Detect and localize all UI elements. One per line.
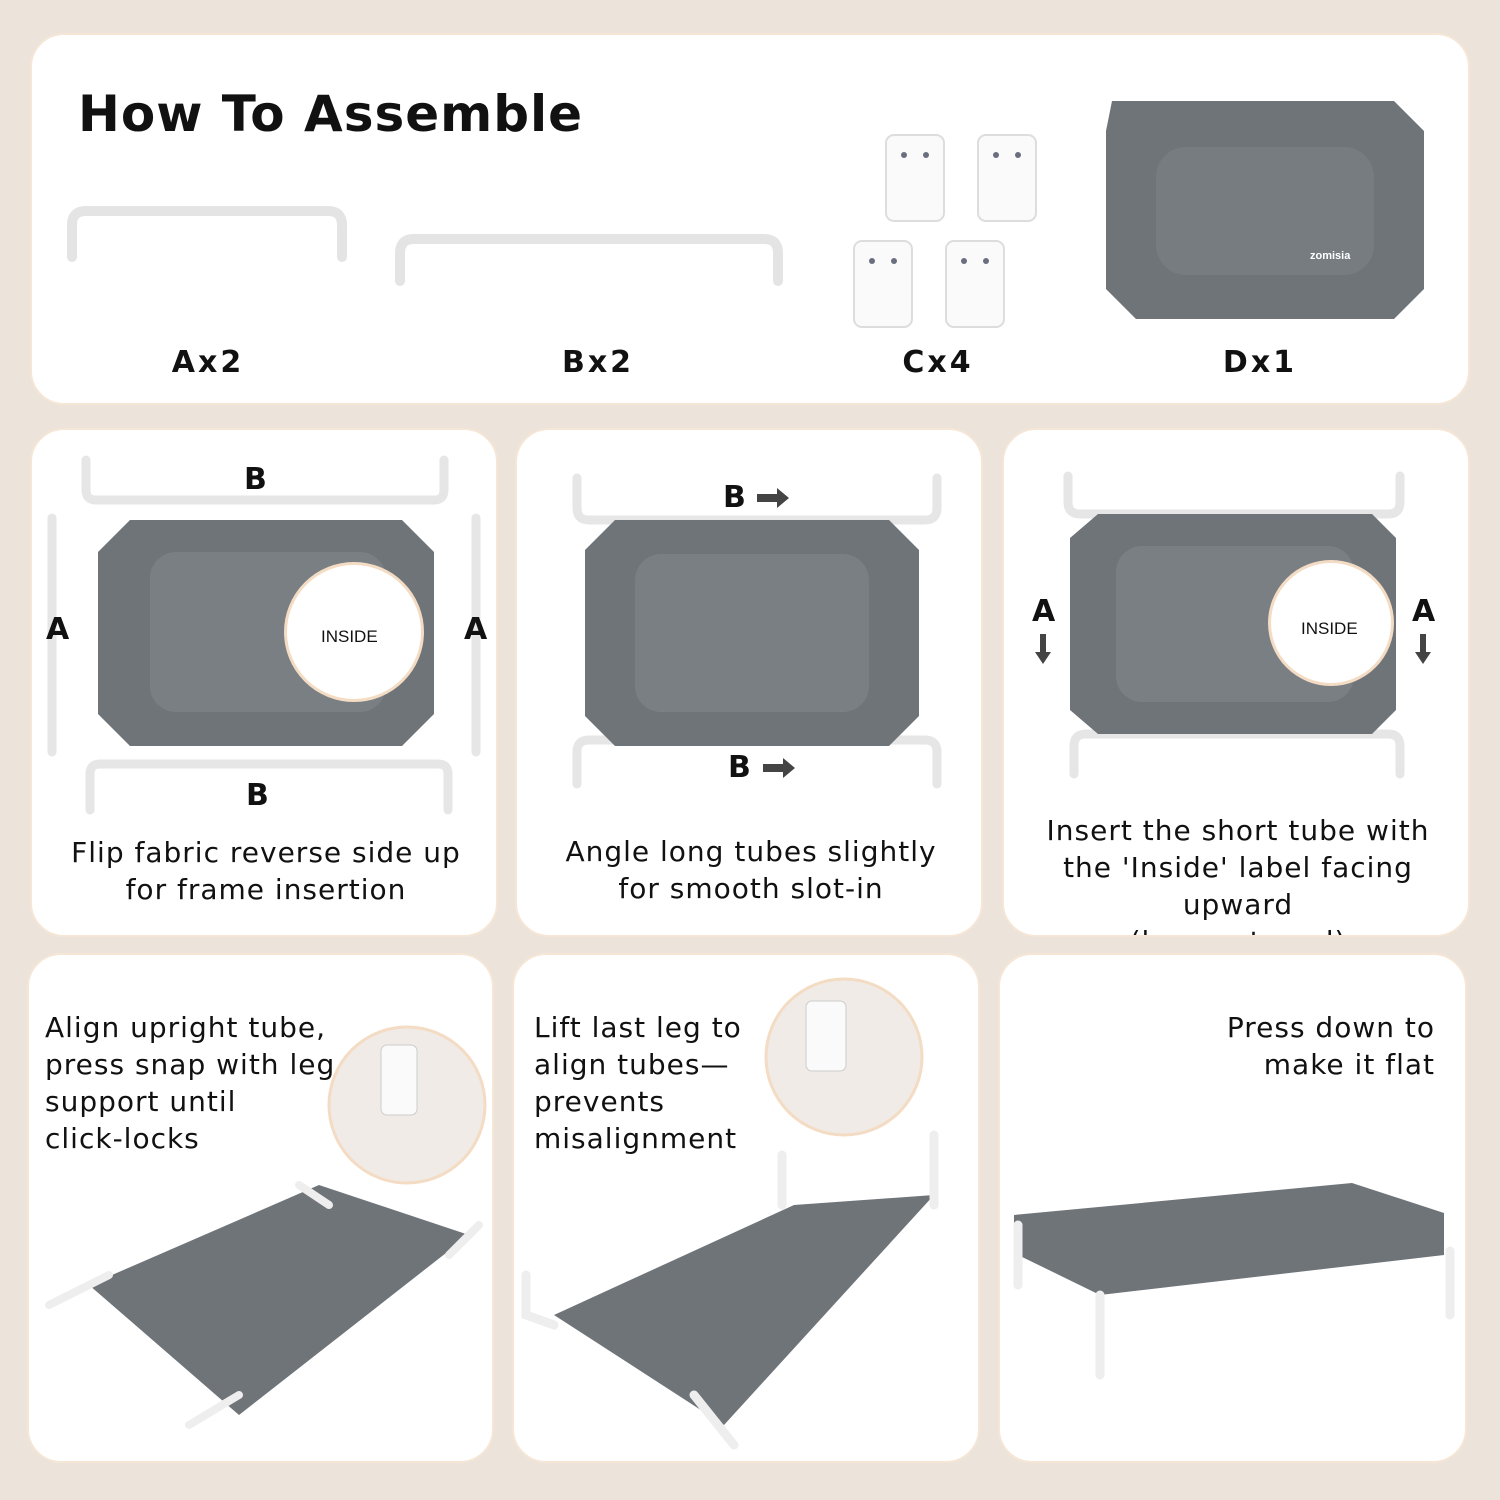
step-5-card: Lift last leg to align tubes— prevents m… <box>512 953 980 1463</box>
step-3-card: A A INSIDE Insert the short tube with th… <box>1002 428 1470 937</box>
caption-line: make it flat <box>1263 1048 1435 1081</box>
caption-line: align tubes— <box>534 1048 730 1081</box>
inside-label: INSIDE <box>321 627 378 646</box>
caption-line: the 'Inside' label facing upward <box>1063 851 1413 921</box>
step-1-tag-a-left: A <box>46 612 70 647</box>
page-title: How To Assemble <box>78 85 584 143</box>
step-1-caption: Flip fabric reverse side up for frame in… <box>32 834 496 908</box>
caption-line: click-locks <box>45 1122 200 1155</box>
caption-line: Lift last leg to <box>534 1011 742 1044</box>
parts-illustration <box>67 101 1424 328</box>
step-3-caption: Insert the short tube with the 'Inside' … <box>1004 812 1468 935</box>
step-6-card: Press down to make it flat <box>998 953 1467 1463</box>
step-4-card: Align upright tube, press snap with leg … <box>27 953 494 1463</box>
step-3-tag-a-left: A <box>1032 594 1056 629</box>
step-3-tag-a-right: A <box>1412 594 1436 629</box>
caption-line: press snap with leg <box>45 1048 336 1081</box>
step-2-card: B B Angle long tubes slightly for smooth… <box>515 428 983 937</box>
step-5-illustration <box>521 977 939 1450</box>
part-b-tube <box>395 234 783 286</box>
caption-line: Angle long tubes slightly <box>565 835 937 868</box>
step-4-caption: Align upright tube, press snap with leg … <box>45 1009 335 1157</box>
caption-line: for smooth slot-in <box>618 872 884 905</box>
step-6-illustration <box>1013 1183 1455 1380</box>
inside-label-inset: INSIDE <box>284 562 424 702</box>
brand-logo: zomisia <box>1310 250 1351 262</box>
step-1-tag-b-bottom: B <box>246 778 269 813</box>
caption-line: misalignment <box>534 1122 738 1155</box>
inside-label-inset: INSIDE <box>1268 560 1394 686</box>
part-d-label: Dx1 <box>1222 345 1298 380</box>
caption-line: Flip fabric reverse side up <box>71 836 461 869</box>
caption-line: support until <box>45 1085 237 1118</box>
step-2-tag-b-bottom: B <box>728 750 751 785</box>
caption-line: for frame insertion <box>125 873 407 906</box>
step-1-tag-b-top: B <box>244 462 267 497</box>
caption-line: prevents <box>534 1085 666 1118</box>
part-a-label: Ax2 <box>171 345 245 380</box>
step-2-caption: Angle long tubes slightly for smooth slo… <box>517 833 981 907</box>
step-6-caption: Press down to make it flat <box>1227 1009 1435 1083</box>
part-a-tube <box>67 206 347 262</box>
step-4-illustration <box>45 1025 487 1429</box>
caption-line: Insert the short tube with <box>1046 814 1430 847</box>
part-c-connectors <box>853 134 1037 328</box>
inside-label: INSIDE <box>1301 619 1358 638</box>
caption-line: Press down to <box>1226 1011 1435 1044</box>
part-c-label: Cx4 <box>902 345 974 380</box>
step-5-caption: Lift last leg to align tubes— prevents m… <box>534 1009 742 1157</box>
parts-card: How To Assemble zomisia Ax2 Bx2 Cx4 Dx <box>30 33 1470 405</box>
step-2-illustration <box>572 473 942 789</box>
part-b-label: Bx2 <box>561 345 635 380</box>
part-d-fabric <box>1106 101 1424 319</box>
step-1-tag-a-right: A <box>464 612 488 647</box>
step-1-card: B B A A INSIDE Flip fabric reverse side … <box>30 428 498 937</box>
step-2-tag-b-top: B <box>723 480 746 515</box>
caption-line: Align upright tube, <box>45 1011 326 1044</box>
